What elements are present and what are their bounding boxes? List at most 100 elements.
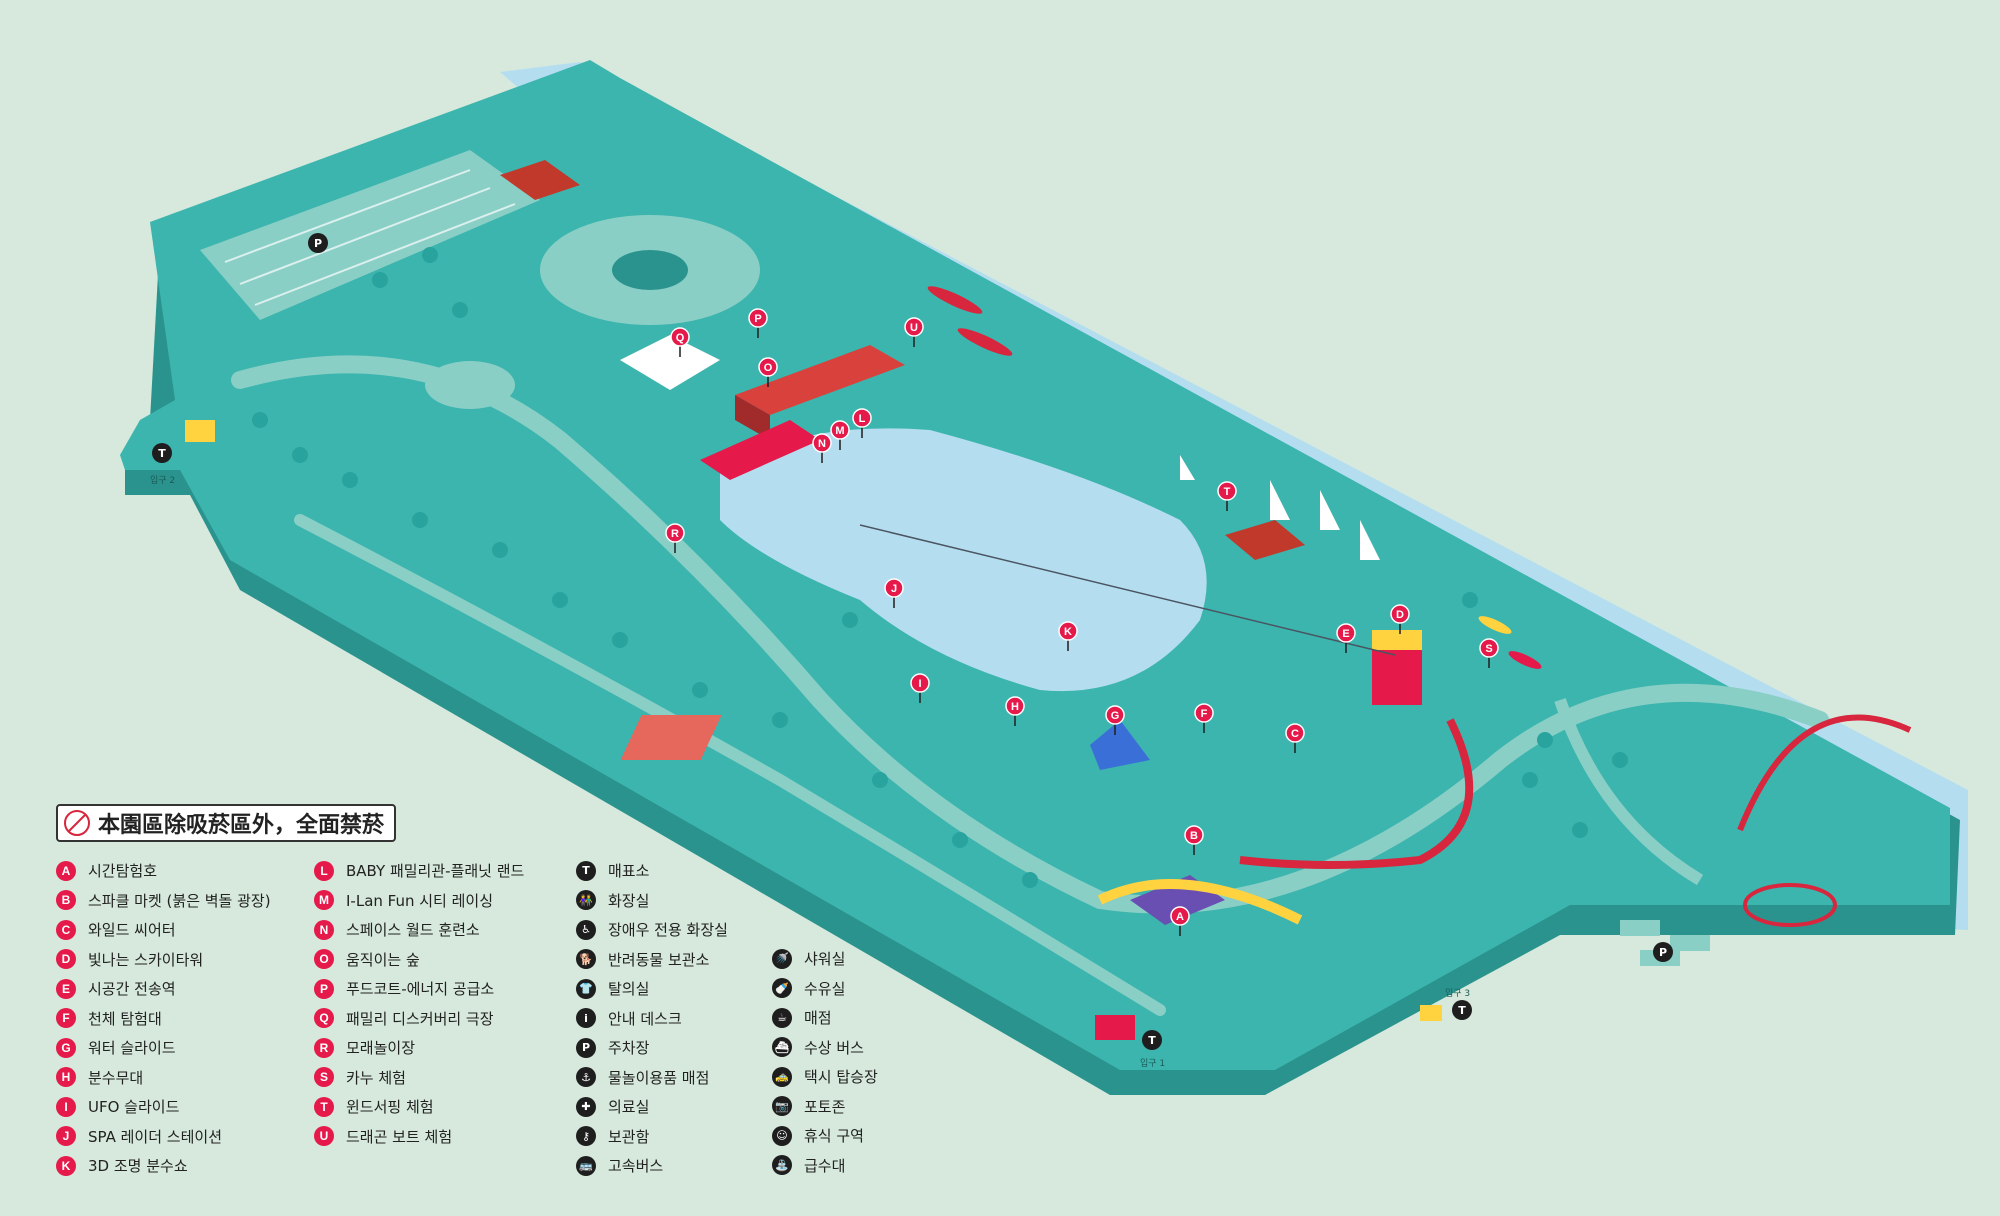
main-path: [231, 355, 1829, 914]
svg-text:A: A: [1176, 911, 1184, 923]
legend-label: 빛나는 스카이타워: [88, 950, 204, 969]
no-smoking-icon: [64, 810, 90, 836]
legend-item-accessible-restroom: ♿장애우 전용 화장실: [576, 915, 728, 945]
changing-room-icon: 👕: [576, 978, 596, 999]
legend-label: 화장실: [608, 891, 650, 910]
legend-label: 푸드코트-에너지 공급소: [346, 980, 495, 999]
svg-text:U: U: [910, 322, 918, 334]
map-marker-o[interactable]: O: [758, 357, 778, 387]
map-marker-t[interactable]: T: [1217, 481, 1237, 511]
locker-icon: ⚷: [576, 1126, 596, 1147]
legend-item-shop: ☕매점: [772, 1003, 878, 1033]
legend-label: 의료실: [608, 1098, 650, 1117]
map-marker-s[interactable]: S: [1479, 638, 1499, 668]
legend-item-water-bus: ⛴수상 버스: [772, 1033, 878, 1063]
legend-item-t: T 윈드서핑 체험: [314, 1092, 524, 1122]
legend-label: I-Lan Fun 시티 레이싱: [346, 891, 494, 910]
map-marker-c[interactable]: C: [1285, 723, 1305, 753]
letter-f-badge: F: [56, 1008, 76, 1029]
legend-label: 반려동물 보관소: [608, 950, 710, 969]
legend-label: 윈드서핑 체험: [346, 1098, 434, 1117]
east-path: [1554, 698, 1704, 886]
map-marker-b[interactable]: B: [1184, 825, 1204, 855]
svg-text:S: S: [1485, 643, 1492, 655]
cable-way: [859, 524, 1396, 656]
ticket-icon: T: [576, 860, 596, 881]
map-marker-j[interactable]: J: [884, 578, 904, 608]
svg-text:Q: Q: [676, 332, 685, 344]
no-smoking-text: 本園區除吸菸區外，全面禁菸: [98, 813, 385, 838]
svg-text:T: T: [1148, 1034, 1156, 1047]
letter-t-badge: T: [314, 1096, 334, 1117]
medical-icon: ✚: [576, 1096, 596, 1117]
water-slide: [1090, 720, 1150, 770]
svg-text:F: F: [1201, 708, 1208, 720]
map-marker-n[interactable]: N: [812, 433, 832, 463]
map-marker-m[interactable]: M: [830, 420, 850, 450]
map-marker-r[interactable]: R: [665, 523, 685, 553]
svg-text:T: T: [1458, 1004, 1466, 1017]
train-track: [1239, 718, 1474, 869]
map-marker-q[interactable]: Q: [670, 327, 690, 357]
map-marker-u[interactable]: U: [904, 317, 924, 347]
gate-1-building: [1095, 1015, 1135, 1040]
svg-text:T: T: [158, 447, 166, 460]
lower-path: [294, 514, 1166, 1016]
map-marker-a[interactable]: A: [1170, 906, 1190, 936]
legend-item-water-fountain: ⛲급수대: [772, 1151, 878, 1181]
map-marker-l[interactable]: L: [852, 408, 872, 438]
theater-tent: [620, 335, 720, 390]
legend-item-locker: ⚷보관함: [576, 1122, 728, 1152]
svg-text:B: B: [1190, 830, 1198, 842]
legend-item-photo-zone: 📷포토존: [772, 1092, 878, 1122]
windsurf-building: [1225, 520, 1305, 560]
arch-bridge: [1737, 714, 1912, 832]
legend-item-r: R 모래놀이장: [314, 1033, 524, 1063]
map-marker-p[interactable]: P: [748, 308, 768, 338]
fountain: [612, 250, 688, 290]
letter-r-badge: R: [314, 1037, 334, 1058]
map-marker-k[interactable]: K: [1058, 621, 1078, 651]
legend-item-changing-room: 👕탈의실: [576, 974, 728, 1004]
svg-text:O: O: [764, 362, 773, 374]
map-marker-h[interactable]: H: [1005, 696, 1025, 726]
svg-text:P: P: [754, 313, 761, 325]
map-marker-f[interactable]: F: [1194, 703, 1214, 733]
map-marker-e[interactable]: E: [1336, 623, 1356, 653]
legend-label: 모래놀이장: [346, 1039, 416, 1058]
svg-text:I: I: [918, 678, 921, 690]
inner-lake: [720, 428, 1207, 692]
legend-label: 드래곤 보트 체험: [346, 1127, 453, 1146]
map-marker-i[interactable]: I: [910, 673, 930, 703]
legend-label: 수유실: [804, 979, 846, 998]
pet-care-icon: 🐕: [576, 949, 596, 970]
letter-m-badge: M: [314, 890, 334, 911]
nursing-room-icon: 🍼: [772, 978, 792, 999]
legend-label: 수상 버스: [804, 1038, 864, 1057]
legend-label: 천체 탐험대: [88, 1009, 162, 1028]
map-marker-d[interactable]: D: [1390, 604, 1410, 634]
legend-label: 워터 슬라이드: [88, 1039, 176, 1058]
shower-icon: 🚿: [772, 948, 792, 969]
accessible-restroom-icon: ♿: [576, 919, 596, 940]
map-marker-g[interactable]: G: [1105, 705, 1125, 735]
canoes: [1478, 616, 1542, 669]
legend-item-m: M I-Lan Fun 시티 레이싱: [314, 886, 524, 916]
legend-item-express-bus: 🚌고속버스: [576, 1151, 728, 1181]
svg-text:E: E: [1342, 628, 1349, 640]
legend-label: 분수무대: [88, 1068, 144, 1087]
parking-icon: P: [576, 1037, 596, 1058]
legend-facilities-2: 🚿샤워실🍼수유실☕매점⛴수상 버스🚕택시 탑승장📷포토존☺휴식 구역⛲급수대: [772, 944, 878, 1180]
